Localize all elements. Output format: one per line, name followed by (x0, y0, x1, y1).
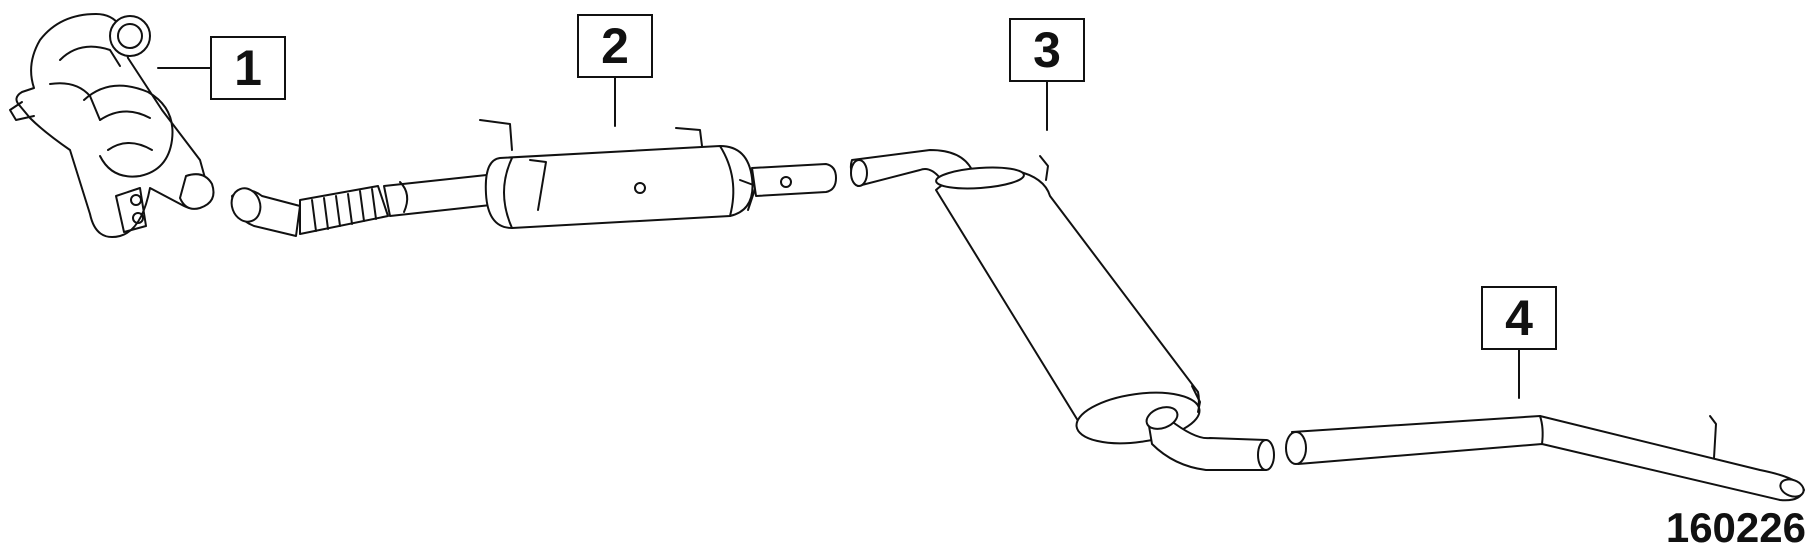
reference-number: 160226 (1665, 504, 1806, 551)
middle-muffler-icon (849, 149, 1275, 471)
callout-2: 2 (577, 14, 653, 78)
callout-4: 4 (1481, 286, 1557, 350)
front-pipe-with-filter-icon (230, 119, 837, 237)
tail-pipe-icon (1285, 415, 1805, 502)
callout-3: 3 (1009, 18, 1085, 82)
catalytic-converter-icon (9, 13, 215, 238)
callout-1: 1 (210, 36, 286, 100)
